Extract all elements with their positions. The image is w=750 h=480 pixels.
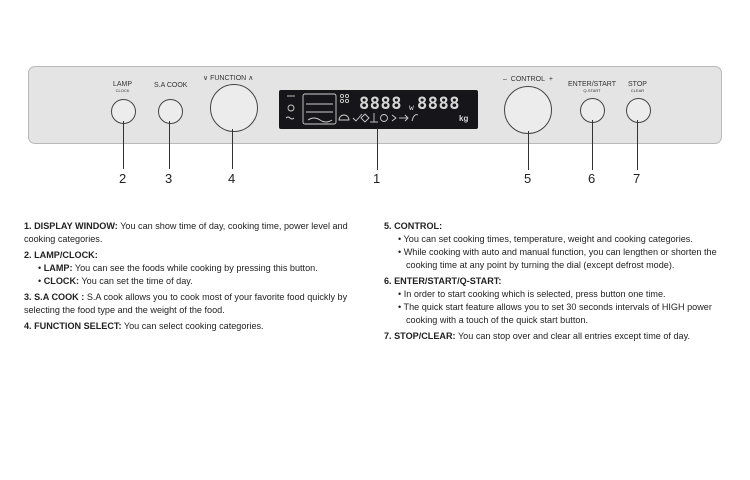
callout-7: 7 [633, 171, 641, 186]
right-descriptions: 5. CONTROL: • You can set cooking times,… [384, 220, 729, 346]
function-label: ∨ FUNCTION ∧ [203, 75, 254, 82]
description-control-2: • While cooking with auto and manual fun… [398, 247, 717, 270]
display-digits-right: 8888 [417, 94, 460, 114]
lamp-clock-button[interactable] [111, 99, 136, 124]
leader-line-5 [528, 131, 529, 170]
defrost-icon [360, 113, 370, 123]
control-label: – CONTROL + [503, 76, 554, 83]
description-sa-cook: 3. S.A COOK : S.A cook allows you to coo… [24, 292, 348, 315]
callout-1: 1 [373, 171, 381, 186]
fan-icon [287, 104, 295, 112]
stop-clear-button[interactable] [626, 98, 651, 123]
chevron-up-icon: ∧ [248, 75, 254, 82]
leader-line-1 [377, 128, 378, 170]
description-lamp: • LAMP: You can see the foods while cook… [38, 263, 318, 273]
minus-icon: – [503, 76, 507, 83]
display-icons [285, 93, 419, 125]
leader-line-6 [592, 120, 593, 170]
description-function-select: 4. FUNCTION SELECT: You can select cooki… [24, 321, 264, 331]
hand-icon [411, 114, 419, 122]
description-enter-start-1: • In order to start cooking which is sel… [398, 289, 666, 299]
display-kg-unit: kg [459, 114, 469, 123]
description-enter-start-title: 6. ENTER/START/Q-START: [384, 276, 502, 286]
display-digits-left: 8888 [359, 94, 402, 114]
control-dial[interactable] [504, 86, 552, 134]
description-stop-clear: 7. STOP/CLEAR: You can stop over and cle… [384, 331, 690, 341]
timer-icon [380, 114, 388, 122]
description-clock: • CLOCK: You can set the time of day. [38, 276, 193, 286]
description-control-1: • You can set cooking times, temperature… [398, 234, 693, 244]
callout-2: 2 [119, 171, 127, 186]
chevron-down-icon: ∨ [203, 75, 209, 82]
description-enter-start-2: • The quick start feature allows you to … [398, 302, 712, 325]
sa-cook-label: S.A COOK [154, 82, 188, 89]
function-select-dial[interactable] [210, 84, 258, 132]
description-lamp-clock-title: 2. LAMP/CLOCK: [24, 250, 98, 260]
dish-icon [338, 114, 350, 121]
description-display-window: 1. DISPLAY WINDOW: You can show time of … [24, 221, 348, 244]
power-dot-icon [339, 93, 345, 99]
display-window: 8888 w 8888 kg [279, 90, 478, 129]
leader-line-3 [169, 121, 170, 169]
callout-3: 3 [165, 171, 173, 186]
left-descriptions: 1. DISPLAY WINDOW: You can show time of … [24, 220, 369, 336]
callout-6: 6 [588, 171, 596, 186]
display-watt-unit: w [409, 103, 414, 112]
enter-start-button[interactable] [580, 98, 605, 123]
sa-cook-button[interactable] [158, 99, 183, 124]
steam-icon [285, 116, 295, 120]
check-icon [352, 113, 363, 122]
leader-line-4 [232, 129, 233, 169]
plus-icon: + [548, 76, 554, 83]
snowflake-icon [391, 114, 397, 122]
leader-line-7 [637, 120, 638, 170]
description-control-title: 5. CONTROL: [384, 221, 443, 231]
callout-4: 4 [228, 171, 236, 186]
oven-cavity-icon [302, 93, 337, 125]
leader-line-2 [123, 121, 124, 169]
callout-5: 5 [524, 171, 532, 186]
